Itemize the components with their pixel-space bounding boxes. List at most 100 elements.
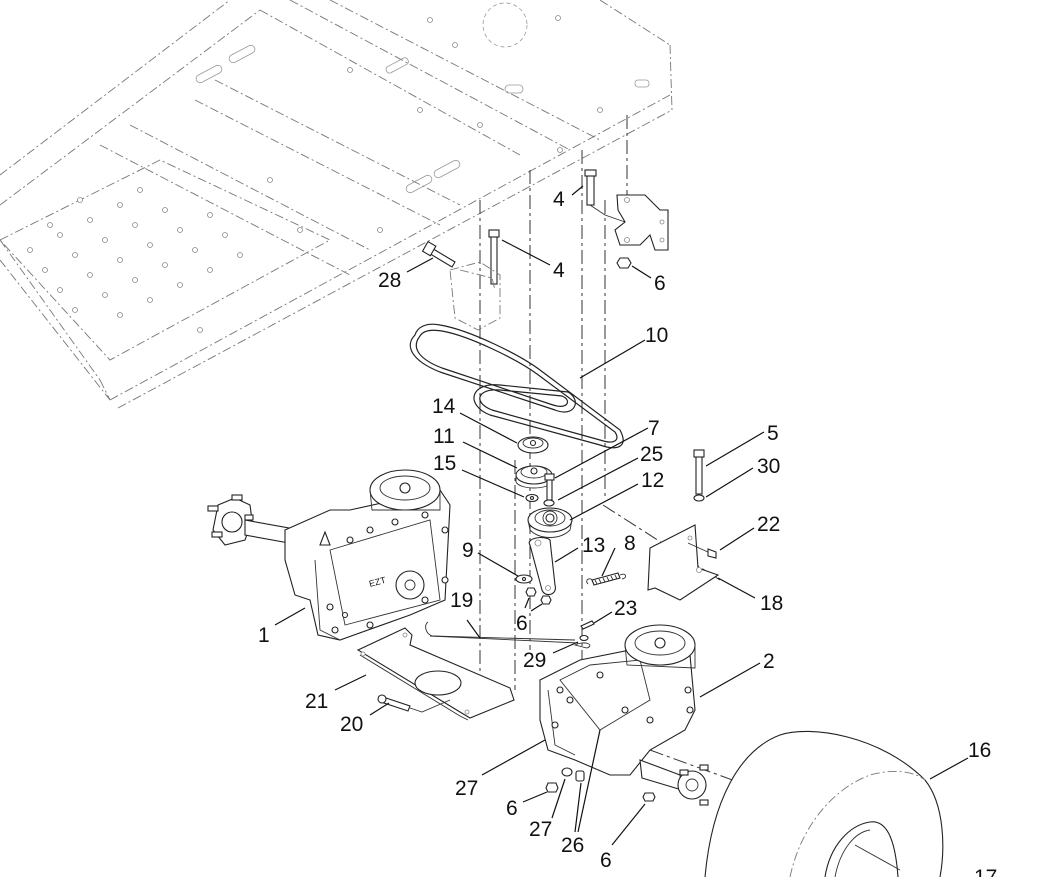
svg-text:16: 16 xyxy=(968,739,991,762)
svg-text:1: 1 xyxy=(258,624,270,647)
bolt-4-upper xyxy=(584,169,626,223)
svg-text:14: 14 xyxy=(432,395,456,418)
callout-14: 14 xyxy=(432,395,518,444)
callout-18: 18 xyxy=(717,577,783,615)
pin-28 xyxy=(421,240,456,268)
callout-10: 10 xyxy=(579,324,668,379)
callout-8: 8 xyxy=(601,532,636,577)
svg-text:17: 17 xyxy=(974,866,997,877)
svg-text:8: 8 xyxy=(624,532,636,555)
callout-7: 7 xyxy=(554,417,660,479)
washer-30 xyxy=(693,494,705,502)
svg-text:23: 23 xyxy=(614,597,637,620)
callout-15: 15 xyxy=(433,452,525,498)
svg-text:27: 27 xyxy=(455,777,478,800)
housing-bolts-right xyxy=(551,671,694,729)
svg-text:4: 4 xyxy=(553,188,565,211)
mower-frame xyxy=(0,0,673,409)
bracket-18 xyxy=(647,524,720,601)
svg-text:5: 5 xyxy=(767,422,779,445)
pin-20 xyxy=(377,694,451,713)
rear-wheel-16 xyxy=(704,730,944,877)
callout-6-lower-left: 6 xyxy=(506,791,548,820)
callout-29: 29 xyxy=(523,641,579,672)
callout-26: 26 xyxy=(561,729,601,857)
svg-text:11: 11 xyxy=(433,425,455,448)
callout-23: 23 xyxy=(593,597,637,624)
svg-text:6: 6 xyxy=(654,272,666,295)
callout-11: 11 xyxy=(433,425,518,469)
svg-text:22: 22 xyxy=(757,513,780,536)
frame-slots xyxy=(195,2,650,333)
callout-19: 19 xyxy=(450,589,481,639)
callout-1: 1 xyxy=(258,607,306,647)
nuts-6-idler xyxy=(525,587,552,605)
bolt-4-lower xyxy=(488,229,500,285)
svg-text:6: 6 xyxy=(506,797,518,820)
callout-30: 30 xyxy=(705,455,780,498)
mount-bracket-left xyxy=(449,261,501,331)
svg-text:28: 28 xyxy=(378,269,401,292)
svg-text:12: 12 xyxy=(641,469,664,492)
callout-22: 22 xyxy=(719,513,780,551)
spring-8 xyxy=(586,572,627,586)
callout-6-upper: 6 xyxy=(631,265,666,295)
svg-text:10: 10 xyxy=(645,324,668,347)
svg-text:27: 27 xyxy=(529,818,552,841)
callout-20: 20 xyxy=(340,702,390,736)
svg-text:6: 6 xyxy=(600,849,612,872)
washer-27 xyxy=(561,767,573,777)
housing-bolts xyxy=(326,511,449,634)
clip-29 xyxy=(573,634,591,649)
callout-25: 25 xyxy=(557,443,663,501)
callout-4-upper: 4 xyxy=(553,185,584,211)
left-transmission-1: EZT xyxy=(207,469,451,641)
callout-21: 21 xyxy=(305,674,367,713)
bolt-22 xyxy=(687,542,717,559)
drive-belt-10 xyxy=(409,323,624,449)
callouts: 4 6 28 4 10 14 7 xyxy=(258,185,997,877)
mount-plate-21 xyxy=(356,627,515,721)
callout-12: 12 xyxy=(569,469,664,521)
svg-text:18: 18 xyxy=(760,592,783,615)
callout-6-idler: 6 xyxy=(516,597,543,635)
floor-plate-holes xyxy=(27,187,243,318)
spring-23 xyxy=(580,620,595,630)
idler-arm-13 xyxy=(528,536,556,596)
idler-pulley-12 xyxy=(527,507,573,538)
svg-text:26: 26 xyxy=(561,834,584,857)
callout-4-lower: 4 xyxy=(501,239,565,282)
svg-text:EZT: EZT xyxy=(368,575,387,589)
callout-13: 13 xyxy=(554,534,605,563)
svg-text:7: 7 xyxy=(648,417,660,440)
mount-bracket-upper xyxy=(614,194,669,251)
right-transmission-2 xyxy=(539,624,709,806)
svg-text:4: 4 xyxy=(553,259,565,282)
svg-text:2: 2 xyxy=(763,650,775,673)
svg-text:20: 20 xyxy=(340,713,363,736)
callout-16: 16 xyxy=(929,739,991,780)
spacer-26 xyxy=(575,770,585,782)
callout-9: 9 xyxy=(462,539,519,577)
svg-text:25: 25 xyxy=(640,443,663,466)
assembly-centerlines xyxy=(479,115,761,791)
washer-25 xyxy=(543,499,555,507)
callout-6-lower-right: 6 xyxy=(600,803,646,872)
control-rod-19 xyxy=(425,621,579,644)
svg-text:9: 9 xyxy=(462,539,474,562)
callout-5: 5 xyxy=(705,422,779,467)
callout-27-upper: 27 xyxy=(455,739,546,800)
washer-9 xyxy=(515,574,533,584)
bolt-5 xyxy=(693,449,705,495)
svg-text:6: 6 xyxy=(516,612,528,635)
svg-text:21: 21 xyxy=(305,690,328,713)
callout-17: 17 xyxy=(974,866,997,877)
svg-text:19: 19 xyxy=(450,589,473,612)
washer-15 xyxy=(525,493,539,503)
svg-text:15: 15 xyxy=(433,452,456,475)
nut-6-lower-left xyxy=(545,782,559,793)
callout-27-lower: 27 xyxy=(529,778,566,841)
callout-2: 2 xyxy=(699,650,775,698)
callout-28: 28 xyxy=(378,257,434,292)
